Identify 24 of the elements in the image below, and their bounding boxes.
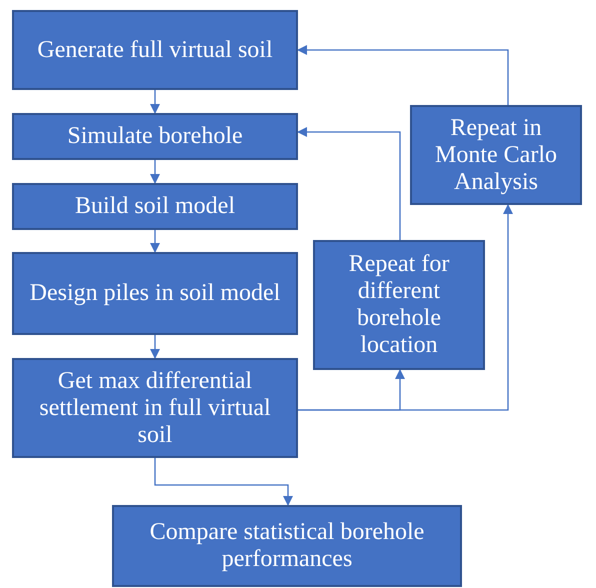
box-label: Build soil model (74, 193, 235, 220)
box-label: Get max differential settlement in full virtual soil (38, 368, 272, 448)
process-box (12, 252, 298, 335)
box-label: Design piles in soil model (30, 280, 280, 307)
box-label: Simulate borehole (67, 123, 243, 150)
box-label: Repeat in Monte Carlo Analysis (434, 114, 558, 196)
process-box (410, 105, 582, 205)
arrow (150, 160, 160, 184)
box-label: Repeat for different borehole location (348, 251, 450, 359)
arrow (150, 230, 160, 253)
box-label: Compare statistical borehole performances (148, 519, 426, 573)
arrow (298, 204, 513, 411)
process-box (12, 10, 298, 90)
process-box (313, 240, 485, 370)
arrow (297, 45, 509, 105)
arrow (297, 127, 401, 240)
arrow (150, 90, 160, 114)
arrow (154, 458, 293, 506)
box-label: Generate full virtual soil (37, 36, 273, 64)
process-box (12, 113, 298, 160)
process-box (12, 183, 298, 230)
arrow (150, 335, 160, 359)
process-box (112, 505, 462, 587)
process-box (12, 358, 298, 458)
